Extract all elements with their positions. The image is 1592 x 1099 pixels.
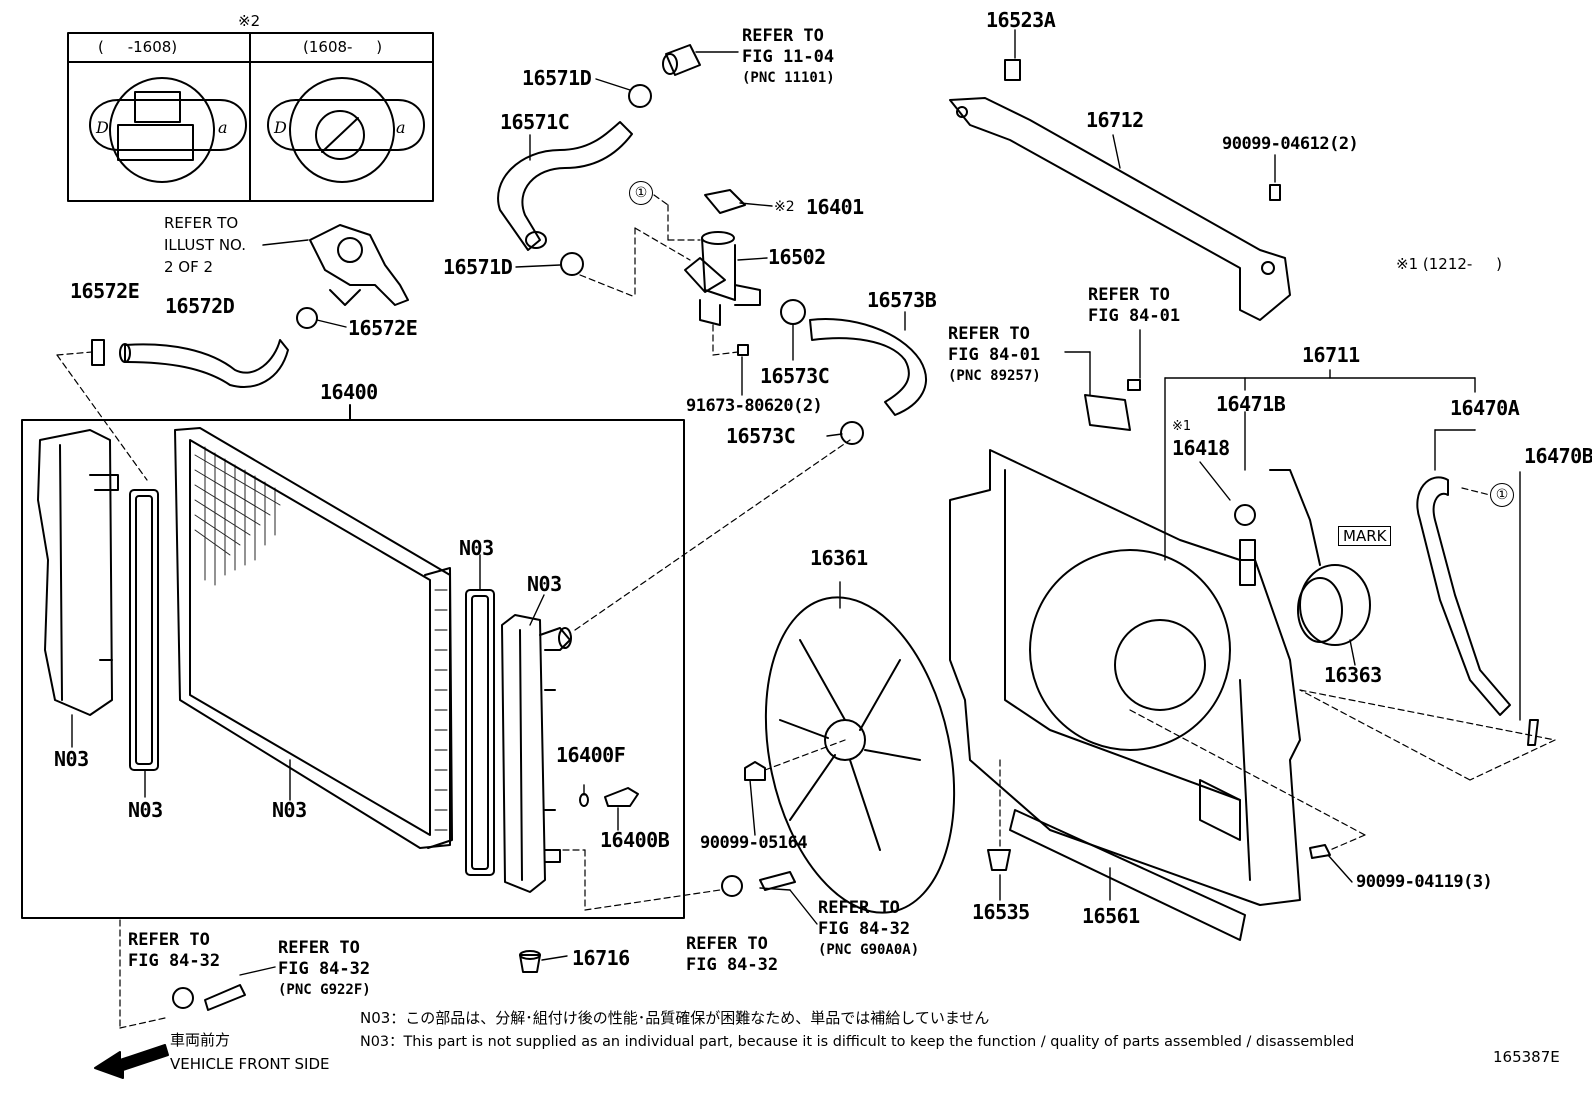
part-label-16572D: 16572D — [165, 294, 235, 318]
clamp-16571D-low — [560, 252, 584, 276]
part-label-91673-80620: 91673-80620(2) — [686, 396, 823, 416]
inset-col-before-1608: ( -1608) — [98, 38, 178, 56]
svg-text:a: a — [218, 118, 228, 137]
footnote-en: N03：This part is not supplied as an indi… — [360, 1034, 1355, 1050]
mark-label: MARK — [1338, 526, 1392, 546]
left-tank — [37, 429, 119, 716]
refer-illust-2-of-2: REFER TO ILLUST NO. 2 OF 2 — [164, 214, 247, 276]
part-label-16573C-upper: 16573C — [760, 364, 830, 388]
part-label-16571D-low: 16571D — [443, 255, 513, 279]
valve-ref-illustration — [309, 224, 409, 306]
hose-16470A — [1416, 476, 1511, 716]
part-label-16571D-top: 16571D — [522, 66, 592, 90]
part-label-16361: 16361 — [810, 546, 868, 570]
refer-fig-84-32-pnc-g922f: REFER TO FIG 84-32 (PNC G922F) — [278, 938, 371, 998]
n03-label: N03 — [527, 572, 562, 596]
refer-fig-84-32-center: REFER TO FIG 84-32 — [686, 934, 779, 975]
gasket-16401 — [704, 189, 746, 214]
part-label-16502: 16502 — [768, 245, 826, 269]
fan-motor-16363 — [1269, 469, 1371, 646]
part-label-16572E-right: 16572E — [348, 316, 418, 340]
n03-label: N03 — [459, 536, 494, 560]
part-label-90099-05164: 90099-05164 — [700, 833, 808, 853]
part-label-16535: 16535 — [972, 900, 1030, 924]
part-label-16471B: 16471B — [1216, 392, 1286, 416]
n03-label: N03 — [54, 747, 89, 771]
radiator-cap-inset: D a D a — [67, 32, 434, 202]
vehicle-front-jp: 車両前方 — [170, 1031, 231, 1049]
refer-fig-11-04: REFER TO FIG 11-04 (PNC 11101) — [742, 26, 835, 86]
refer-fig-84-32-left: REFER TO FIG 84-32 — [128, 930, 221, 971]
drain-cock — [604, 787, 639, 807]
radiator-assembly-box — [21, 419, 685, 919]
left-gasket — [129, 489, 159, 771]
part-label-16571C: 16571C — [500, 110, 570, 134]
refer-fig-84-01-pnc: REFER TO FIG 84-01 (PNC 89257) — [948, 324, 1041, 384]
part-label-16573B: 16573B — [867, 288, 937, 312]
part-label-16400F: 16400F — [556, 743, 626, 767]
part-label-16400: 16400 — [320, 380, 378, 404]
fan-shroud — [949, 449, 1301, 906]
svg-text:D: D — [95, 118, 109, 137]
n03-label: N03 — [272, 798, 307, 822]
circle-ref-one: ① — [1490, 483, 1514, 507]
part-label-16418: 16418 — [1172, 436, 1230, 460]
x2-small-mark: ※2 — [774, 199, 795, 215]
part-label-16573C-lower: 16573C — [726, 424, 796, 448]
part-label-16470A: 16470A — [1450, 396, 1520, 420]
water-outlet-16502 — [684, 231, 761, 326]
right-gasket — [465, 589, 495, 876]
svg-text:a: a — [396, 118, 406, 137]
right-tank — [501, 614, 572, 893]
inset-col-after-1608: (1608- ) — [303, 38, 383, 56]
inset-note-mark: ※2 — [238, 12, 261, 30]
part-label-16523A: 16523A — [986, 8, 1056, 32]
part-label-16572E-left: 16572E — [70, 279, 140, 303]
x1-date-note: ※1 (1212- ) — [1396, 255, 1503, 273]
part-label-16561: 16561 — [1082, 904, 1140, 928]
clamp-16571D-top — [628, 84, 652, 108]
radiator-core — [174, 427, 453, 849]
svg-text:D: D — [273, 118, 287, 137]
hose-16573B — [809, 318, 927, 416]
part-label-16712: 16712 — [1086, 108, 1144, 132]
front-arrow — [94, 1044, 169, 1079]
fan-16361 — [764, 596, 956, 914]
hose-16571C — [497, 121, 633, 251]
part-label-16716: 16716 — [572, 946, 630, 970]
part-label-90099-04119: 90099-04119(3) — [1356, 872, 1493, 892]
part-label-16400B: 16400B — [600, 828, 670, 852]
part-label-16711: 16711 — [1302, 343, 1360, 367]
hose-16572D — [124, 339, 289, 388]
vehicle-front-en: VEHICLE FRONT SIDE — [170, 1055, 330, 1073]
part-label-90099-04612: 90099-04612(2) — [1222, 134, 1359, 154]
n03-label: N03 — [128, 798, 163, 822]
diagram-id: 165387E — [1493, 1048, 1560, 1066]
drain-plug — [519, 954, 541, 973]
x1-small-mark: ※1 — [1172, 419, 1192, 434]
refer-fig-84-32-pnc-g90a0a: REFER TO FIG 84-32 (PNC G90A0A) — [818, 898, 920, 958]
footnote-jp: N03：この部品は、分解･組付け後の性能･品質確保が困難なため、単品では補給して… — [360, 1009, 990, 1027]
part-label-16401: 16401 — [806, 195, 864, 219]
support-bar-16712 — [949, 97, 1291, 321]
part-label-16363: 16363 — [1324, 663, 1382, 687]
part-label-16470B: 16470B — [1524, 444, 1592, 468]
circle-ref-one: ① — [629, 181, 653, 205]
refer-fig-84-01: REFER TO FIG 84-01 — [1088, 285, 1181, 326]
